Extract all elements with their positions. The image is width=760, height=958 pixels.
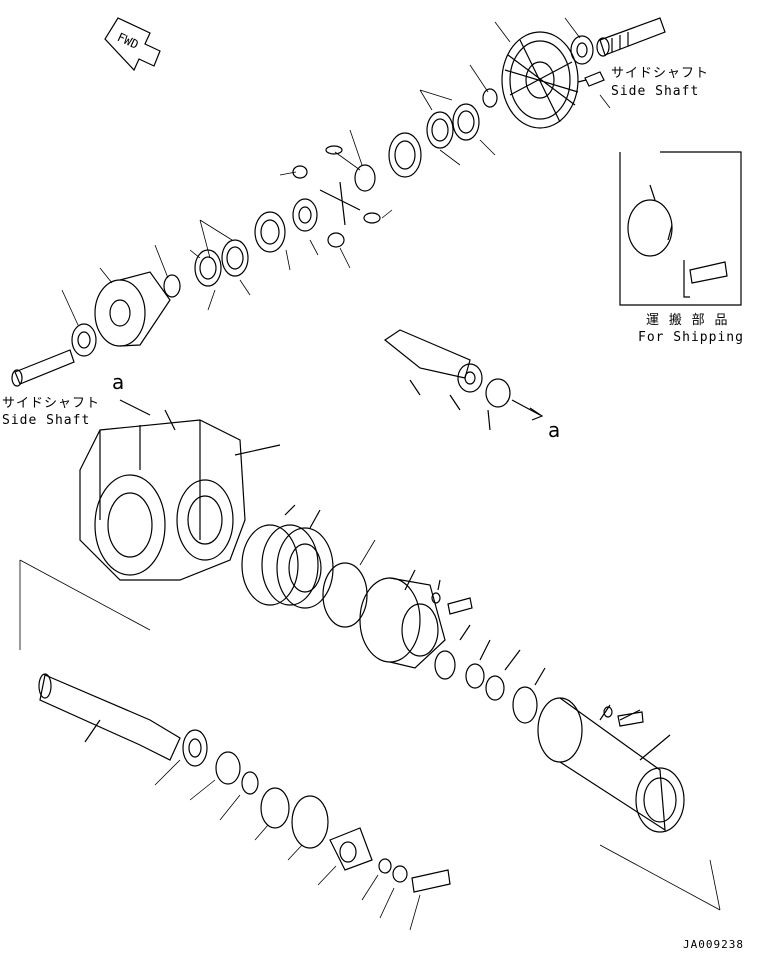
adjust-nut-left bbox=[254, 211, 286, 253]
end-bolt bbox=[411, 869, 451, 893]
shipping-box bbox=[619, 151, 742, 306]
bearing-pair-top bbox=[426, 103, 480, 149]
flat-washer bbox=[392, 865, 408, 883]
side-shaft-top-ja: サイドシャフト bbox=[611, 66, 710, 81]
o-ring-small bbox=[378, 858, 392, 874]
lower-bearing bbox=[182, 729, 208, 767]
washer-left bbox=[163, 274, 181, 298]
leader-lines-top bbox=[61, 17, 611, 326]
left-side-shaft bbox=[11, 349, 75, 387]
fwd-arrow-icon bbox=[104, 17, 161, 72]
top-side-shaft bbox=[596, 17, 666, 57]
carrier bbox=[359, 569, 446, 669]
axle-tube bbox=[537, 697, 685, 833]
side-shaft-left-ja: サイドシャフト bbox=[2, 396, 101, 411]
side-gear bbox=[292, 198, 318, 232]
seals-stack bbox=[434, 624, 546, 724]
adjust-nut-top bbox=[388, 132, 422, 178]
large-washer bbox=[291, 795, 329, 849]
long-shaft bbox=[38, 673, 181, 761]
snap-ring-2 bbox=[241, 771, 259, 795]
shipping-en: For Shipping bbox=[638, 330, 744, 345]
brake-disks bbox=[241, 504, 334, 609]
differential-case bbox=[94, 271, 171, 347]
ring-gear bbox=[501, 31, 579, 129]
axle-housing bbox=[79, 399, 281, 581]
side-shaft-left-en: Side Shaft bbox=[2, 413, 91, 428]
pinion-shaft bbox=[383, 329, 544, 431]
side-shaft-top-en: Side Shaft bbox=[611, 84, 700, 99]
washer-top bbox=[482, 88, 498, 108]
bearing-top-right bbox=[570, 35, 594, 65]
shipping-ja: 運 搬 部 品 bbox=[646, 313, 729, 328]
pinion-gears bbox=[292, 145, 381, 248]
snap-ring-1 bbox=[215, 751, 241, 785]
tube-bolt bbox=[603, 706, 644, 727]
yoke bbox=[329, 827, 373, 871]
o-ring bbox=[322, 562, 368, 628]
thrust-washer bbox=[260, 787, 290, 829]
drawing-code: JA009238 bbox=[683, 938, 744, 951]
carrier-bolt bbox=[431, 579, 473, 615]
bearing-lower-left bbox=[71, 323, 97, 357]
bolt-top bbox=[577, 71, 605, 87]
view-reference-a-pinion: a bbox=[548, 418, 561, 442]
view-reference-a-housing: a bbox=[112, 370, 125, 394]
bearing-pair-left bbox=[194, 239, 249, 287]
leader-lines-bottom bbox=[154, 759, 421, 931]
